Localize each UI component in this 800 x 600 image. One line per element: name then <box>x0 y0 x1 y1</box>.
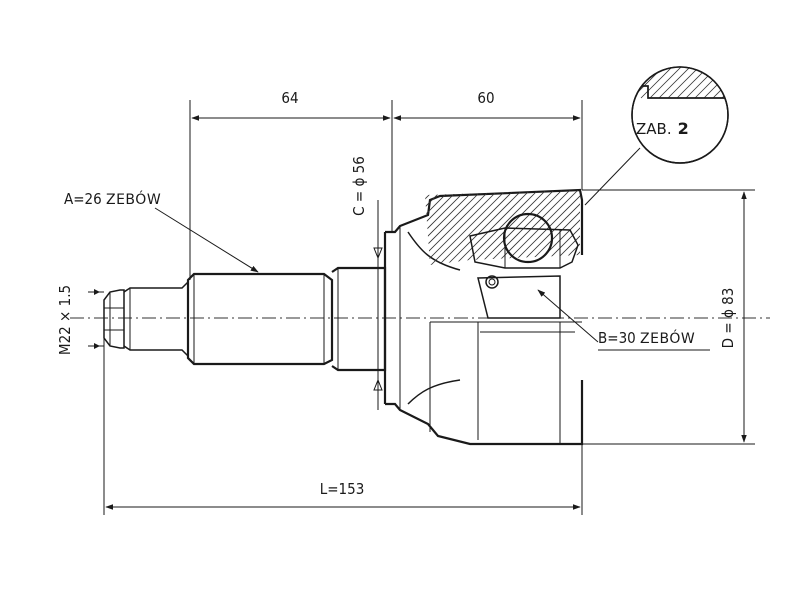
hatch-line <box>425 190 477 265</box>
spline-a-word: ZEBÓW <box>106 190 161 208</box>
hatch-line <box>443 190 525 265</box>
label-spline-a: A=26 ZEBÓW <box>64 190 161 208</box>
hatch-line <box>547 190 580 265</box>
hatch-line <box>571 190 580 265</box>
label-detail: ZAB. 2 <box>636 119 689 138</box>
label-spline-b: B=30 ZEBÓW <box>598 329 695 347</box>
hatch-line <box>425 190 485 265</box>
hatch-line <box>632 67 637 99</box>
hatch-line <box>578 58 618 98</box>
label-len-right: 60 <box>477 89 494 107</box>
hatch-line <box>435 190 517 265</box>
label-len-left: 64 <box>281 89 298 107</box>
hatch-line <box>425 190 437 265</box>
hatch-line <box>569 58 609 98</box>
hatch-line <box>579 190 580 265</box>
ball-bearing <box>502 212 554 264</box>
hatch-line <box>587 58 627 98</box>
hatch-line <box>667 67 709 99</box>
hatch-line <box>560 58 600 98</box>
hatch-line <box>515 190 580 265</box>
hatch-line <box>523 190 580 265</box>
hatch-line <box>563 190 580 265</box>
hatch-line <box>499 190 580 265</box>
hatch-line <box>451 190 533 265</box>
bell-housing <box>383 188 584 446</box>
label-seal-dia: C = ϕ 56 <box>350 156 368 216</box>
hatch-line <box>721 67 728 99</box>
spline-b-prefix: B=30 <box>598 329 640 347</box>
hatch-line <box>596 188 676 268</box>
label-total-length: L=153 <box>320 480 365 498</box>
detail-number: 2 <box>678 119 689 138</box>
detail-label: ZAB. <box>636 120 672 138</box>
hatch-line <box>427 190 509 265</box>
hatch-line <box>685 67 727 99</box>
hatch-line <box>425 190 445 265</box>
hatch-line <box>758 58 798 98</box>
hatch-line <box>425 190 469 265</box>
hatch-line <box>649 67 691 99</box>
hatch-line <box>632 67 646 99</box>
spline-b-word: ZEBÓW <box>640 329 695 347</box>
hatch-line <box>507 190 580 265</box>
label-outer-dia: D = ϕ 83 <box>719 288 737 349</box>
hatch-line <box>425 190 501 265</box>
hatch-line <box>425 190 453 265</box>
hatch-line <box>740 58 780 98</box>
label-thread: M22 × 1.5 <box>56 285 74 355</box>
hatch-line <box>588 188 668 268</box>
leader-detail <box>584 147 641 206</box>
hatch-line <box>425 190 461 265</box>
hatch-line <box>676 67 718 99</box>
hatch-line <box>658 67 700 99</box>
leader-a <box>154 207 259 273</box>
hatch-line <box>555 190 580 265</box>
threaded-end <box>103 280 189 358</box>
spline-a-prefix: A=26 <box>64 190 106 208</box>
hatch-line <box>712 67 728 99</box>
hatch-line <box>731 58 771 98</box>
leader-b <box>537 289 599 343</box>
shaft <box>186 266 387 372</box>
hatch-line <box>539 190 580 265</box>
hatch-line <box>749 58 789 98</box>
detail-zab-callout <box>560 58 798 164</box>
